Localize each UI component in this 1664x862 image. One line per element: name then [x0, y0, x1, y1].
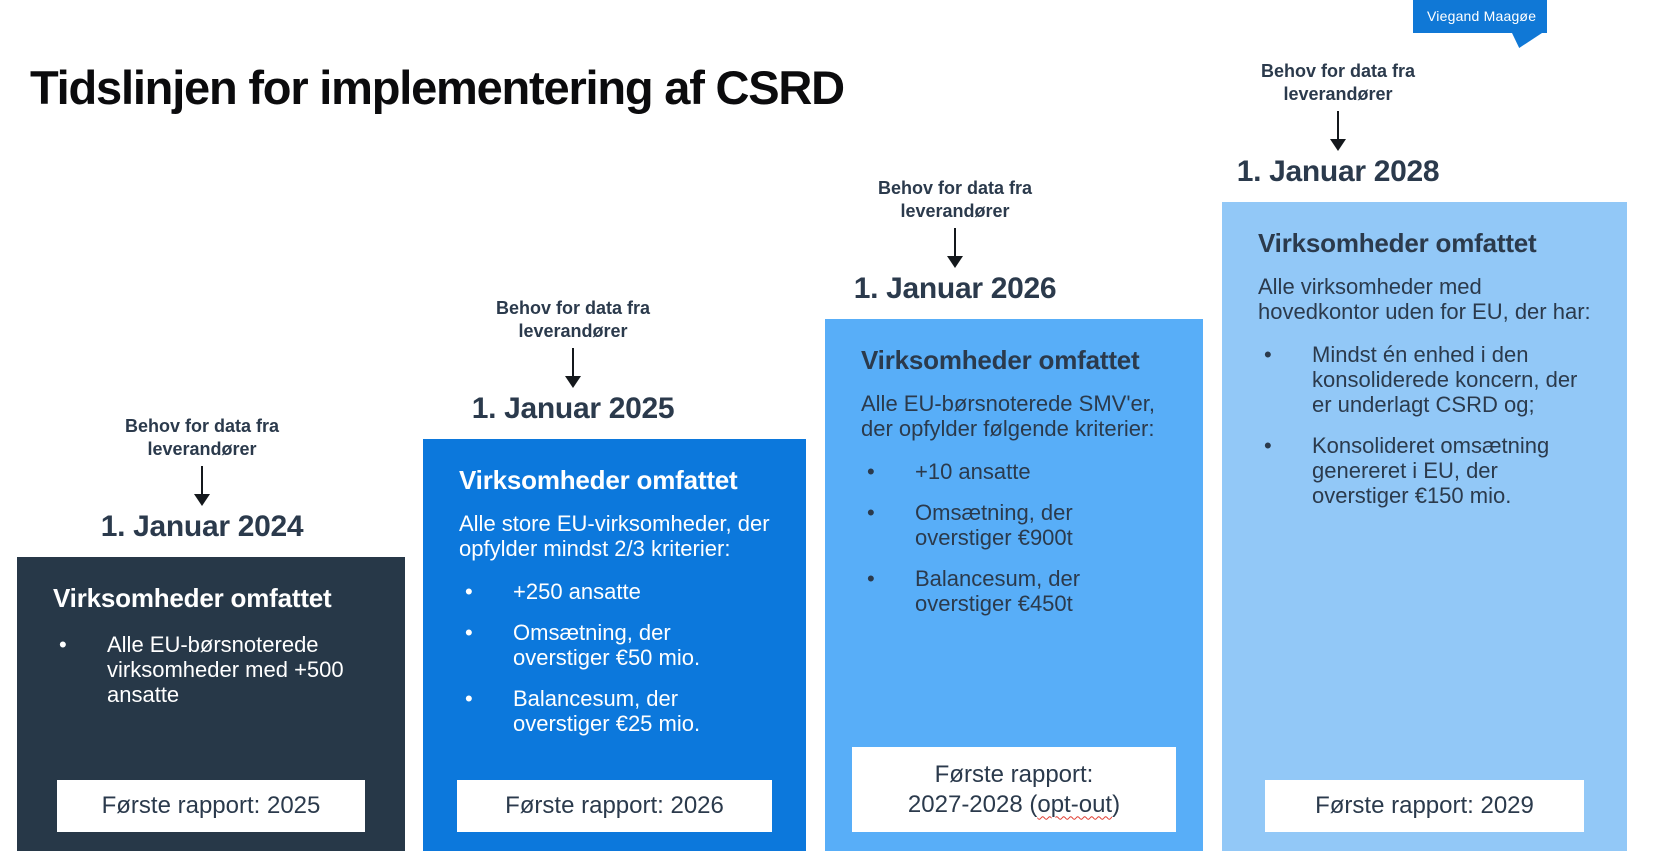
down-arrow-icon: [795, 228, 1115, 270]
supplier-data-header-2024: Behov for data fra leverandører 1. Janua…: [42, 415, 362, 544]
supplier-label-line2: leverandører: [1283, 84, 1393, 104]
down-arrow-icon: [413, 348, 733, 390]
criteria-intro: Alle EU-børsnoterede SMV'er, der opfylde…: [861, 391, 1155, 441]
supplier-label-line2: leverandører: [147, 439, 257, 459]
criteria-item: Balancesum, der overstiger €25 mio.: [459, 686, 772, 736]
first-report-label: Første rapport: 2029: [1315, 792, 1534, 819]
timeline-box-2025: Virksomheder omfattet Alle store EU-virk…: [423, 439, 806, 851]
supplier-label-line1: Behov for data fra: [877, 178, 1033, 198]
first-report-box-2025: Første rapport: 2025: [57, 780, 365, 832]
timeline-box-2028: Virksomheder omfattet Alle virksomheder …: [1222, 202, 1627, 851]
first-report-label: Første rapport: 2025: [101, 792, 321, 819]
supplier-label-line1: Behov for data fra: [495, 298, 651, 318]
supplier-label-line2: leverandører: [900, 201, 1010, 221]
supplier-data-header-2028: Behov for data fra leverandører 1. Janua…: [1178, 60, 1498, 189]
logo-speech-tail: [1512, 33, 1542, 48]
companies-covered-heading: Virksomheder omfattet: [459, 465, 738, 495]
companies-covered-heading: Virksomheder omfattet: [861, 345, 1140, 375]
down-arrow-icon: [42, 466, 362, 508]
criteria-item: Konsolideret omsætning genereret i EU, d…: [1258, 433, 1593, 508]
logo-text: Viegand Maagøe: [1413, 0, 1547, 33]
first-report-label-line2: 2027-2028 (opt-out): [908, 790, 1120, 820]
down-arrow-icon: [1178, 111, 1498, 153]
report-close-paren: ): [1112, 790, 1121, 818]
supplier-label-line1: Behov for data fra: [124, 416, 280, 436]
date-2028: 1. Januar 2028: [1236, 155, 1440, 188]
criteria-item: +250 ansatte: [459, 579, 772, 604]
criteria-item: Omsætning, der overstiger €900t: [861, 500, 1169, 550]
timeline-box-2024: Virksomheder omfattet Alle EU-børsnotere…: [17, 557, 405, 851]
date-2026: 1. Januar 2026: [853, 272, 1057, 305]
criteria-intro: Alle store EU-virksomheder, der opfylder…: [459, 511, 770, 561]
first-report-label-line1: Første rapport:: [934, 760, 1094, 788]
date-2024: 1. Januar 2024: [100, 510, 304, 543]
criteria-item: Omsætning, der overstiger €50 mio.: [459, 620, 772, 670]
page-title: Tidslinjen for implementering af CSRD: [30, 61, 845, 114]
criteria-list-2024: Alle EU-børsnoterede virksomheder med +5…: [53, 632, 371, 707]
first-report-box-2027-2028: Første rapport: 2027-2028 (opt-out): [852, 747, 1176, 832]
criteria-list-2026: +10 ansatte Omsætning, der overstiger €9…: [861, 459, 1169, 616]
criteria-item: Mindst én enhed i den konsoliderede konc…: [1258, 342, 1593, 417]
supplier-label-line2: leverandører: [518, 321, 628, 341]
criteria-intro: Alle virksomheder med hovedkontor uden f…: [1258, 274, 1591, 324]
supplier-data-header-2025: Behov for data fra leverandører 1. Janua…: [413, 297, 733, 426]
supplier-data-header-2026: Behov for data fra leverandører 1. Janua…: [795, 177, 1115, 306]
date-2025: 1. Januar 2025: [471, 392, 675, 425]
first-report-label: Første rapport: 2026: [505, 792, 724, 819]
criteria-item: Balancesum, der overstiger €450t: [861, 566, 1169, 616]
report-years: 2027-2028 (: [907, 790, 1038, 818]
first-report-box-2029: Første rapport: 2029: [1265, 780, 1584, 832]
viegand-maagoe-logo: Viegand Maagøe: [1413, 0, 1547, 48]
criteria-item: +10 ansatte: [861, 459, 1169, 484]
timeline-box-2026: Virksomheder omfattet Alle EU-børsnotere…: [825, 319, 1203, 851]
companies-covered-heading: Virksomheder omfattet: [1258, 228, 1537, 258]
criteria-list-2028: Mindst én enhed i den konsoliderede konc…: [1258, 342, 1593, 508]
supplier-label-line1: Behov for data fra: [1260, 61, 1416, 81]
companies-covered-heading: Virksomheder omfattet: [53, 583, 332, 613]
criteria-list-2025: +250 ansatte Omsætning, der overstiger €…: [459, 579, 772, 736]
opt-out-word: opt-out: [1037, 790, 1113, 818]
criteria-item: Alle EU-børsnoterede virksomheder med +5…: [53, 632, 371, 707]
first-report-box-2026: Første rapport: 2026: [457, 780, 772, 832]
